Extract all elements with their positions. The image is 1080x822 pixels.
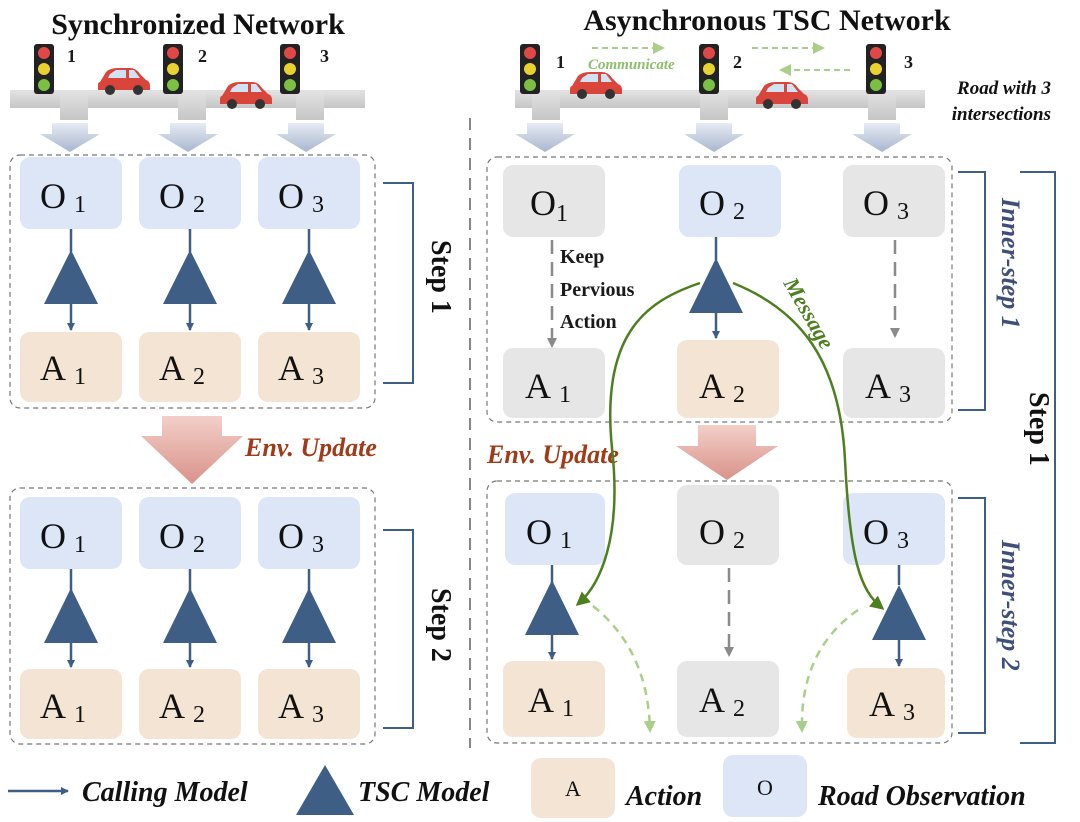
left-step2-observations: [20, 497, 360, 569]
tsc-model-icon: [525, 580, 926, 640]
right-env-update-arrow: [676, 425, 778, 480]
right-step2-actions: [503, 661, 945, 738]
traffic-light-icon: [699, 44, 719, 94]
inner-step2-bracket: [958, 497, 986, 734]
keep-line3: Action: [560, 311, 617, 333]
communicate-arrows: [592, 42, 850, 76]
right-step1-label: Step 1: [1023, 392, 1054, 466]
legend-action: Action: [624, 781, 702, 812]
right-step1-actions: [503, 340, 945, 418]
left-light-number-1: 1: [67, 46, 76, 66]
left-step1-connectors: [67, 229, 313, 331]
left-light-number-2: 2: [198, 46, 207, 66]
right-keep-arrows: [547, 240, 900, 348]
right-env-update-label: Env. Update: [486, 440, 619, 469]
legend-action-swatch: [531, 758, 615, 818]
left-step1-actions: [20, 332, 360, 402]
left-road: [10, 90, 365, 120]
right-road-arrows: [515, 123, 912, 152]
right-inner-step2-box: [486, 480, 953, 744]
legend-calling-model: Calling Model: [82, 777, 248, 808]
legend-observation-swatch: [723, 755, 807, 817]
left-env-update-label: Env. Update: [244, 433, 377, 462]
traffic-light-icon: [520, 44, 540, 94]
left-title: Synchronized Network: [51, 8, 345, 41]
right-title: Asynchronous TSC Network: [583, 4, 951, 37]
tsc-model-icon: [44, 250, 336, 304]
inner-step1-label: Inner-step 1: [996, 197, 1025, 329]
traffic-light-icon: [280, 44, 300, 94]
car-icon: [98, 68, 150, 95]
car-icon: [756, 82, 808, 109]
car-icon: [220, 82, 272, 109]
left-step2-actions: [20, 669, 360, 739]
legend-road-observation: Road Observation: [817, 781, 1026, 812]
right-light-number-2: 2: [733, 52, 742, 72]
tsc-model-icon: [44, 588, 336, 643]
left-step1-box: [9, 154, 376, 409]
communicate-label: Communicate: [588, 57, 675, 73]
left-light-number-3: 3: [320, 46, 329, 66]
legend-obs-letter: O: [757, 775, 773, 800]
legend-tsc-icon: [296, 765, 354, 815]
left-step1-bracket: [383, 182, 414, 384]
right-light-number-1: 1: [556, 52, 565, 72]
right-dashed-green-arrows: [592, 605, 859, 733]
legend-action-letter: A: [565, 776, 581, 801]
legend-tsc-model: TSC Model: [358, 777, 490, 808]
right-step2-observations: [505, 485, 945, 565]
traffic-light-icon: [163, 44, 183, 94]
keep-line1: Keep: [560, 246, 604, 268]
message-arrows: [575, 281, 885, 610]
inner-step1-bracket: [958, 171, 986, 411]
right-s1-obs-1: O1: [530, 183, 568, 227]
left-step1-observations: [20, 157, 360, 229]
road-note-line2: intersections: [952, 104, 1051, 125]
right-step1-observations: [503, 165, 945, 237]
inner-step2-label: Inner-step 2: [996, 539, 1025, 671]
left-step2-bracket: [383, 529, 414, 729]
left-env-update-arrow: [141, 416, 243, 484]
left-step1-label: Step 1: [425, 240, 456, 314]
right-light-number-3: 3: [904, 52, 913, 72]
legend: Calling Model TSC Model A Action O Road …: [8, 755, 1026, 818]
right-step2-connectors: [548, 565, 903, 667]
keep-line2: Pervious: [560, 279, 635, 301]
right-outer-step-bracket: [1020, 171, 1056, 744]
left-step2-box: [9, 487, 376, 745]
traffic-light-icon: [866, 44, 886, 94]
right-road: [515, 90, 925, 120]
tsc-model-icon: [689, 258, 743, 313]
car-icon: [570, 72, 622, 99]
road-note-line1: Road with 3: [956, 78, 1051, 99]
left-road-arrows: [40, 123, 336, 152]
left-step2-label: Step 2: [425, 588, 456, 662]
traffic-light-icon: [34, 44, 54, 94]
